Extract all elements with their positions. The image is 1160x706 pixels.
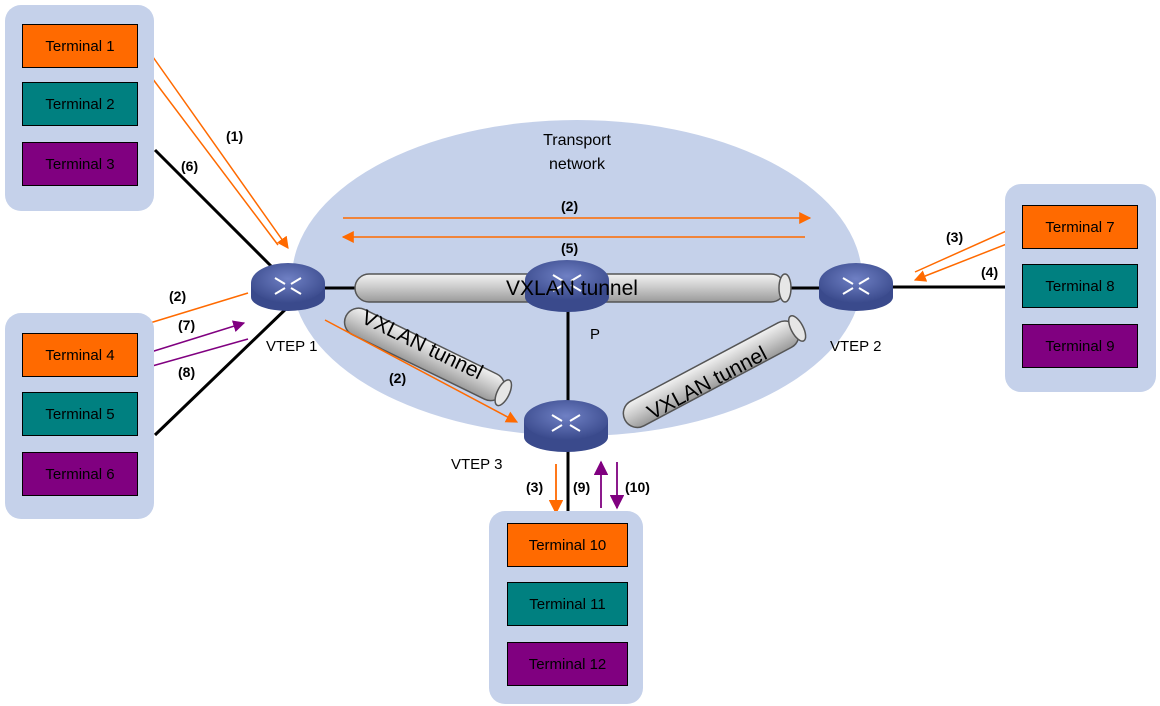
vtep3-label: VTEP 3: [451, 456, 503, 473]
step-1-label: (1): [226, 128, 244, 144]
terminal-7[interactable]: Terminal 7: [1022, 205, 1138, 249]
vtep1-device: [251, 263, 325, 311]
step-3-label-right: (3): [946, 229, 964, 245]
flow-1-arrow: [147, 49, 289, 249]
transport-network-label-line: network: [549, 156, 606, 173]
terminal-8[interactable]: Terminal 8: [1022, 264, 1138, 308]
vtep1-label: VTEP 1: [266, 338, 318, 355]
vtep3-device: [524, 400, 608, 452]
terminal-5[interactable]: Terminal 5: [22, 392, 138, 436]
flow-6-arrow: [142, 65, 279, 246]
terminal-1[interactable]: Terminal 1: [22, 24, 138, 68]
step-10-label: (10): [625, 479, 650, 495]
transport-network-label-line: Transport: [543, 132, 611, 149]
terminal-10[interactable]: Terminal 10: [507, 523, 628, 567]
step-4-label: (4): [981, 264, 999, 280]
terminal-11[interactable]: Terminal 11: [507, 582, 628, 626]
tunnel-label-horizontal: VXLAN tunnel: [506, 277, 638, 300]
step-5-label: (5): [561, 240, 579, 256]
step-8-label: (8): [178, 364, 196, 380]
link-vtep1-group2: [153, 303, 292, 437]
step-2-label-vtep3: (2): [389, 370, 407, 386]
flow-2-arrow-terminal4: [138, 292, 249, 329]
terminal-4[interactable]: Terminal 4: [22, 333, 138, 377]
vxlan-tunnel-vtep2-vtep3: [622, 315, 807, 429]
vtep2-device: [819, 263, 893, 311]
vxlan-tunnel-vtep1-vtep3: [343, 307, 513, 407]
step-2-label-left: (2): [169, 288, 187, 304]
flow-4-arrow-vtep2: [913, 237, 1023, 282]
p-label: P: [590, 326, 601, 343]
step-6-label: (6): [181, 158, 199, 174]
flow-2-arrow-vtep3: [324, 319, 519, 423]
terminal-3[interactable]: Terminal 3: [22, 142, 138, 186]
terminal-9[interactable]: Terminal 9: [1022, 324, 1138, 368]
terminal-12[interactable]: Terminal 12: [507, 642, 628, 686]
link-vtep1-group1: [153, 148, 292, 287]
vtep2-label: VTEP 2: [830, 338, 882, 355]
step-7-label: (7): [178, 317, 196, 333]
step-2-label-top: (2): [561, 198, 579, 214]
transport-network-label: Transport network: [543, 132, 611, 173]
terminal-2[interactable]: Terminal 2: [22, 82, 138, 126]
flow-8-arrow: [136, 338, 249, 373]
terminal-6[interactable]: Terminal 6: [22, 452, 138, 496]
flow-3-arrow-terminal7: [914, 222, 1024, 273]
p-device: [525, 260, 609, 312]
step-9-label: (9): [573, 479, 591, 495]
flow-7-arrow: [137, 320, 246, 357]
step-3-label-bottom: (3): [526, 479, 544, 495]
